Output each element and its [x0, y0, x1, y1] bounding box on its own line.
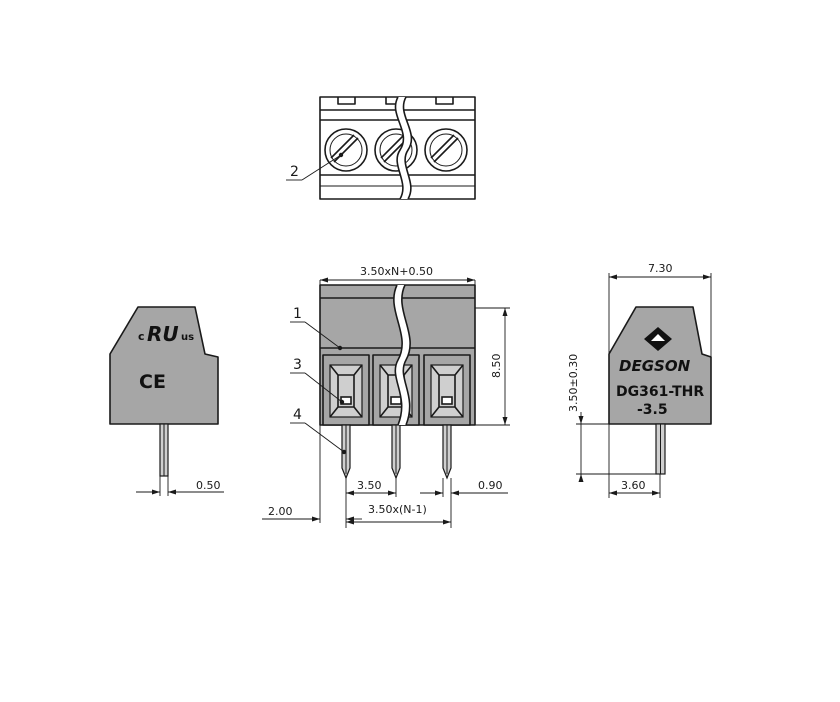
wire-entry: [322, 354, 370, 426]
callout-4-label: 4: [293, 407, 302, 423]
right-side-view: DEGSON DG361-THR -3.5 7.30 3.50±0.30 3.6…: [567, 262, 712, 498]
ul-mark: RU: [147, 322, 179, 346]
dim-pin-thickness: 0.90: [478, 479, 503, 492]
degson-logo-icon: [644, 327, 672, 351]
callout-3-label: 3: [293, 357, 302, 373]
ul-suffix: us: [181, 332, 194, 343]
dim-pin-length: 3.50±0.30: [567, 354, 580, 412]
dim-depth: 7.30: [648, 262, 673, 275]
callout-1-label: 1: [293, 306, 302, 322]
dim-pitch-total: 3.50x(N-1): [368, 503, 427, 516]
dim-top-width: 3.50xN+0.50: [360, 265, 433, 278]
top-screw: [324, 128, 368, 172]
dim-pin-offset: 3.60: [621, 479, 646, 492]
front-view: 1 3 4 3.50xN+0.50 8.50 3.50: [262, 265, 510, 528]
callout-2-label: 2: [290, 164, 299, 180]
model-line-1: DG361-THR: [616, 384, 704, 400]
dim-height: 8.50: [490, 354, 503, 379]
left-side-view: c RU us CE 0.50: [109, 306, 224, 496]
top-screw: [424, 128, 468, 172]
dim-side-pin-width: 0.50: [196, 479, 221, 492]
dim-pin-edge-offset: 2.00: [268, 505, 293, 518]
model-line-2: -3.5: [637, 402, 668, 418]
ul-recognized-icon: c RU us: [138, 322, 194, 346]
wire-entry: [423, 354, 471, 426]
dim-pitch: 3.50: [357, 479, 382, 492]
ul-prefix: c: [138, 330, 145, 343]
ce-mark-icon: CE: [139, 371, 166, 393]
top-view: 2: [286, 96, 476, 200]
brand-label: DEGSON: [619, 357, 691, 375]
